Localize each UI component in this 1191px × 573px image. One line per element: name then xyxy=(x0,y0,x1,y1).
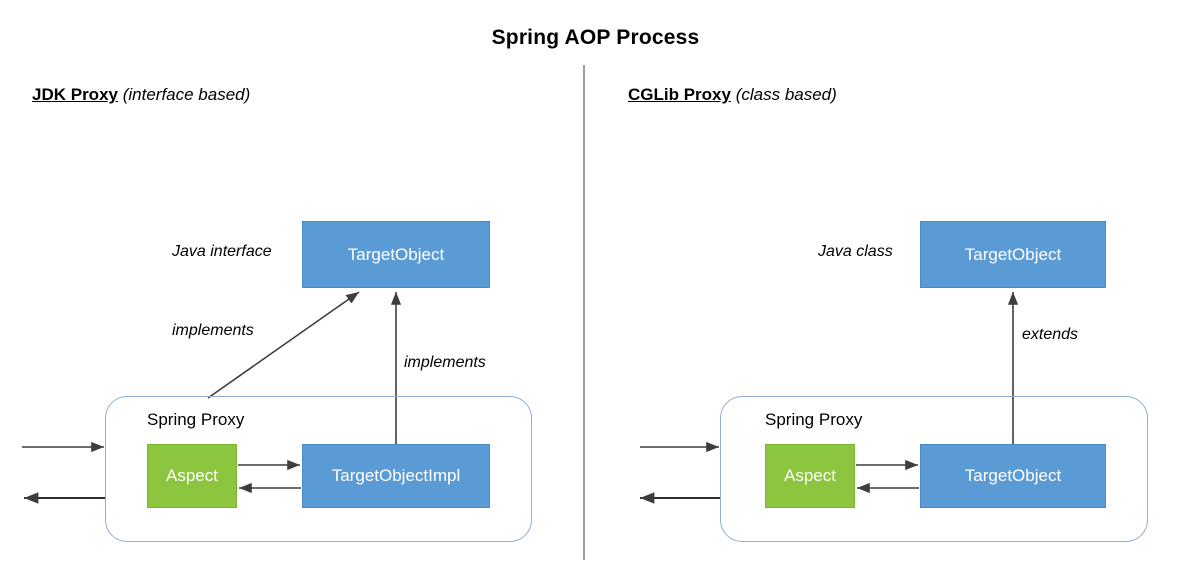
jdk-target-object-box[interactable]: TargetObject xyxy=(302,221,490,288)
label-implements-diagonal: implements xyxy=(172,322,254,339)
cglib-panel-title: CGLib Proxy xyxy=(628,85,731,104)
panel-divider xyxy=(583,65,585,560)
cglib-spring-proxy-container[interactable] xyxy=(720,396,1148,542)
jdk-target-object-label: TargetObject xyxy=(347,244,445,264)
label-java-class: Java class xyxy=(818,243,893,260)
label-implements-vertical: implements xyxy=(404,354,486,371)
cglib-target-object-label: TargetObject xyxy=(964,244,1062,264)
cglib-aspect-label: Aspect xyxy=(784,466,836,485)
cglib-target-object-proxy-box[interactable]: TargetObject xyxy=(920,444,1106,508)
jdk-aspect-box[interactable]: Aspect xyxy=(147,444,237,508)
jdk-spring-proxy-label: Spring Proxy xyxy=(147,410,245,429)
cglib-aspect-box[interactable]: Aspect xyxy=(765,444,855,508)
cglib-target-object-proxy-label: TargetObject xyxy=(964,466,1062,485)
cglib-panel-subtitle: (class based) xyxy=(735,85,837,104)
label-extends: extends xyxy=(1022,326,1079,343)
jdk-aspect-label: Aspect xyxy=(166,466,218,485)
cglib-spring-proxy-label: Spring Proxy xyxy=(765,410,863,429)
jdk-panel-header: JDK Proxy (interface based) xyxy=(32,85,250,105)
jdk-spring-proxy-container[interactable] xyxy=(105,396,532,542)
wire-implements-diagonal xyxy=(207,291,360,399)
jdk-target-object-impl-box[interactable]: TargetObjectImpl xyxy=(302,444,490,508)
cglib-target-object-box[interactable]: TargetObject xyxy=(920,221,1106,288)
jdk-target-object-impl-label: TargetObjectImpl xyxy=(331,466,461,485)
jdk-panel-title: JDK Proxy xyxy=(32,85,118,104)
jdk-panel-subtitle: (interface based) xyxy=(122,85,251,104)
page-title: Spring AOP Process xyxy=(491,26,700,49)
cglib-panel-header: CGLib Proxy (class based) xyxy=(628,85,837,105)
label-java-interface: Java interface xyxy=(172,243,272,260)
